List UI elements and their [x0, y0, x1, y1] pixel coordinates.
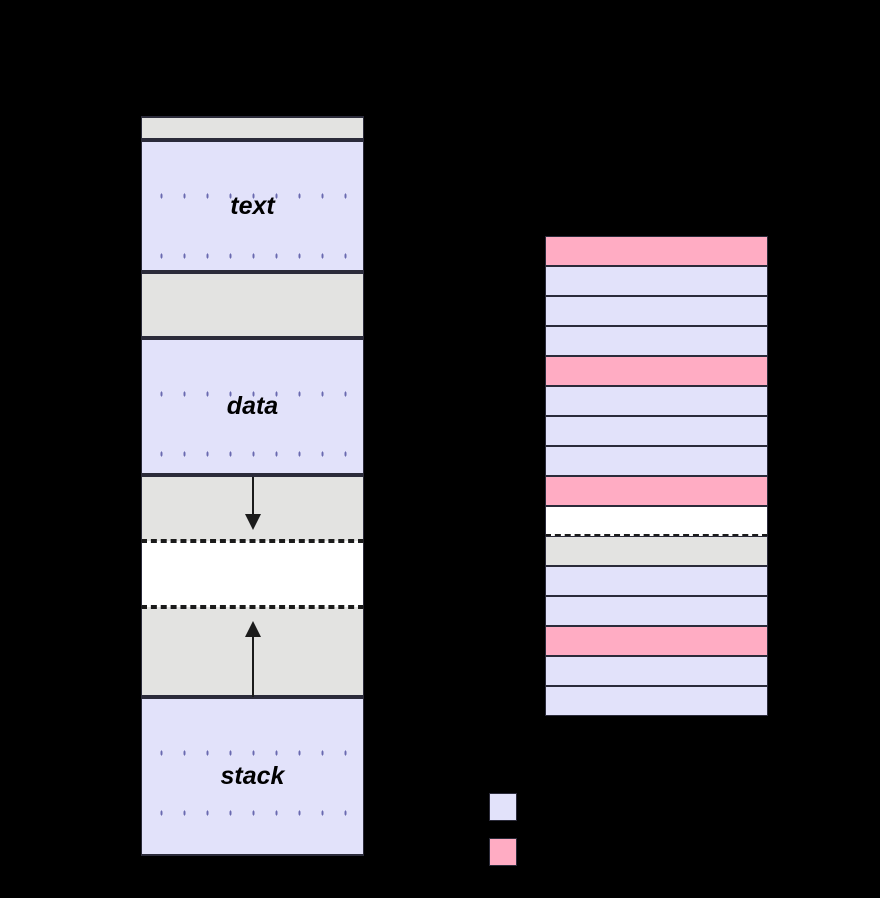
frame-row	[545, 506, 768, 536]
frame-row	[545, 536, 768, 566]
segment-stack-label: stack	[220, 762, 285, 790]
stack-grows-up-arrow-shaft	[252, 625, 254, 697]
frame-row	[545, 266, 768, 296]
frame-row	[545, 386, 768, 416]
segment-free-hole	[141, 541, 364, 607]
segment-text-data-gap	[141, 272, 364, 338]
legend-item-allocated	[489, 838, 529, 866]
frame-row	[545, 416, 768, 446]
frame-row	[545, 626, 768, 656]
physical-memory-frames	[545, 236, 768, 716]
segment-data: data	[141, 338, 364, 475]
frame-row	[545, 476, 768, 506]
heap-grows-down-arrow-shaft	[252, 477, 254, 517]
frame-row	[545, 446, 768, 476]
frame-row	[545, 686, 768, 716]
process-address-space: text data stack	[141, 116, 364, 856]
frame-row	[545, 296, 768, 326]
heap-grows-down-arrow-head	[245, 514, 261, 530]
frame-row	[545, 596, 768, 626]
legend	[489, 793, 829, 868]
segment-stack: stack	[141, 697, 364, 856]
stack-grows-up-arrow-head	[245, 621, 261, 637]
frame-row	[545, 566, 768, 596]
segment-top-reserved	[141, 116, 364, 140]
frame-row	[545, 326, 768, 356]
legend-item-used	[489, 793, 529, 821]
segment-data-label: data	[226, 392, 279, 420]
legend-swatch-allocated-icon	[489, 838, 517, 866]
segment-text: text	[141, 140, 364, 272]
legend-swatch-used-icon	[489, 793, 517, 821]
frame-row	[545, 356, 768, 386]
frame-row	[545, 656, 768, 686]
segment-text-label: text	[230, 191, 275, 220]
frame-row	[545, 236, 768, 266]
